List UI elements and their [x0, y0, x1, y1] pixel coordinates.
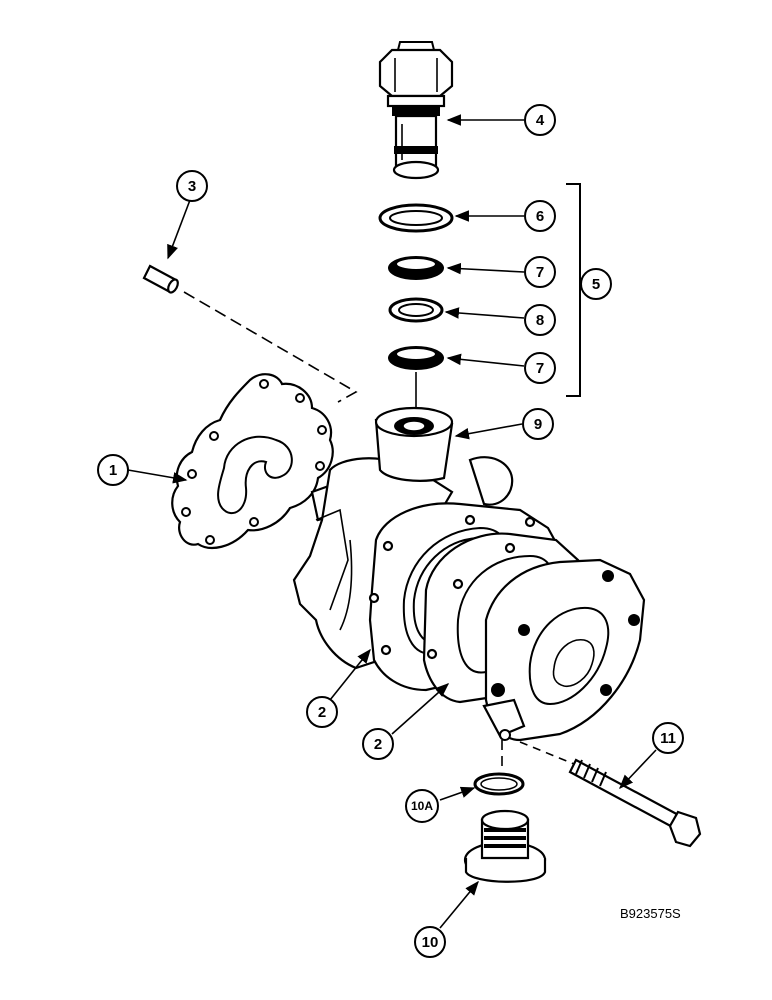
callout-label-3: 3	[188, 178, 196, 195]
dowel-pin	[142, 264, 179, 294]
callout-10	[414, 926, 446, 958]
o-ring-10a	[473, 772, 525, 796]
seal-ring-6	[378, 203, 454, 233]
o-ring-8	[388, 297, 444, 323]
callout-label-10: 10	[422, 934, 439, 951]
backup-ring-7b	[388, 346, 444, 370]
callout-5	[580, 268, 612, 300]
pin-leader-dashed	[183, 291, 358, 403]
callout-7b	[524, 352, 556, 384]
callout-label-6: 6	[536, 208, 544, 225]
callout-6	[524, 200, 556, 232]
callout-7a	[524, 256, 556, 288]
callout-3	[176, 170, 208, 202]
callout-label-4: 4	[536, 112, 545, 129]
callout-label-8: 8	[536, 312, 544, 329]
backup-ring-7a	[388, 256, 444, 280]
figure-code: B923575S	[620, 906, 681, 921]
callout-label-9: 9	[534, 416, 542, 433]
callout-label-1: 1	[109, 462, 117, 479]
bolt	[519, 741, 702, 848]
callout-label-11: 11	[660, 730, 676, 747]
callout-10a	[405, 789, 439, 823]
gasket	[171, 373, 334, 549]
callout-4	[524, 104, 556, 136]
callout-9	[522, 408, 554, 440]
callout-label-2a: 2	[318, 704, 326, 721]
callout-8	[524, 304, 556, 336]
callout-label-7a: 7	[536, 264, 544, 281]
callout-label-5: 5	[592, 276, 600, 293]
relief-valve-cartridge	[378, 41, 454, 180]
callout-2b	[362, 728, 394, 760]
callout-label-2b: 2	[374, 736, 382, 753]
group-bracket	[566, 183, 581, 397]
callout-2a	[306, 696, 338, 728]
pump-housing	[292, 406, 646, 742]
drain-plug	[463, 809, 547, 883]
callout-1	[97, 454, 129, 486]
callout-label-10a: 10A	[411, 799, 433, 813]
callout-label-7b: 7	[536, 360, 544, 377]
callout-11	[652, 722, 684, 754]
